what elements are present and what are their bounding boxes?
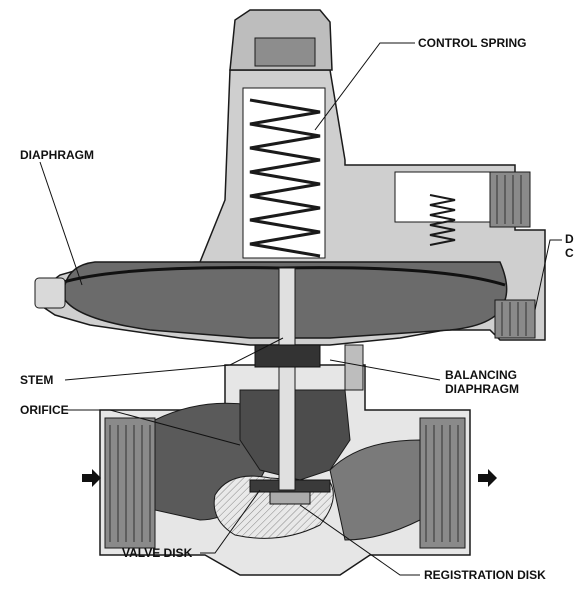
- label-diaphragm: DIAPHRAGM: [20, 148, 94, 162]
- leader-orifice: [65, 409, 241, 446]
- leader-balancing: [329, 359, 441, 381]
- leader-lines: [39, 42, 562, 576]
- flow-arrow-in-icon: [82, 469, 101, 487]
- inlet-thread: [104, 417, 156, 549]
- relief-valve-spring: [429, 194, 456, 246]
- leader-control-spring: [314, 42, 415, 131]
- label-valve-disk: VALVE DISK: [122, 546, 193, 560]
- vent-thread: [489, 171, 531, 228]
- stem: [278, 267, 296, 491]
- leader-registration-disk: [299, 504, 420, 576]
- leader-diaphragm: [39, 161, 83, 286]
- leader-valve-disk: [200, 489, 261, 554]
- adjusting-screw: [254, 37, 316, 67]
- flange-bolt: [34, 277, 66, 309]
- label-registration-disk: REGISTRATION DISK: [424, 568, 546, 582]
- label-orifice: ORIFICE: [20, 403, 69, 417]
- control-spring-coils: [249, 98, 321, 258]
- downstream-connection-thread: [494, 299, 536, 339]
- leader-stem: [64, 337, 284, 381]
- label-control-spring: CONTROL SPRING: [418, 36, 527, 50]
- flow-arrow-out-icon: [478, 469, 497, 487]
- leader-downstream: [534, 239, 562, 311]
- registration-disk: [269, 491, 311, 505]
- side-bolt: [344, 344, 364, 391]
- outlet-passage: [329, 439, 421, 541]
- balancing-diaphragm: [254, 344, 321, 368]
- label-stem: STEM: [20, 373, 54, 387]
